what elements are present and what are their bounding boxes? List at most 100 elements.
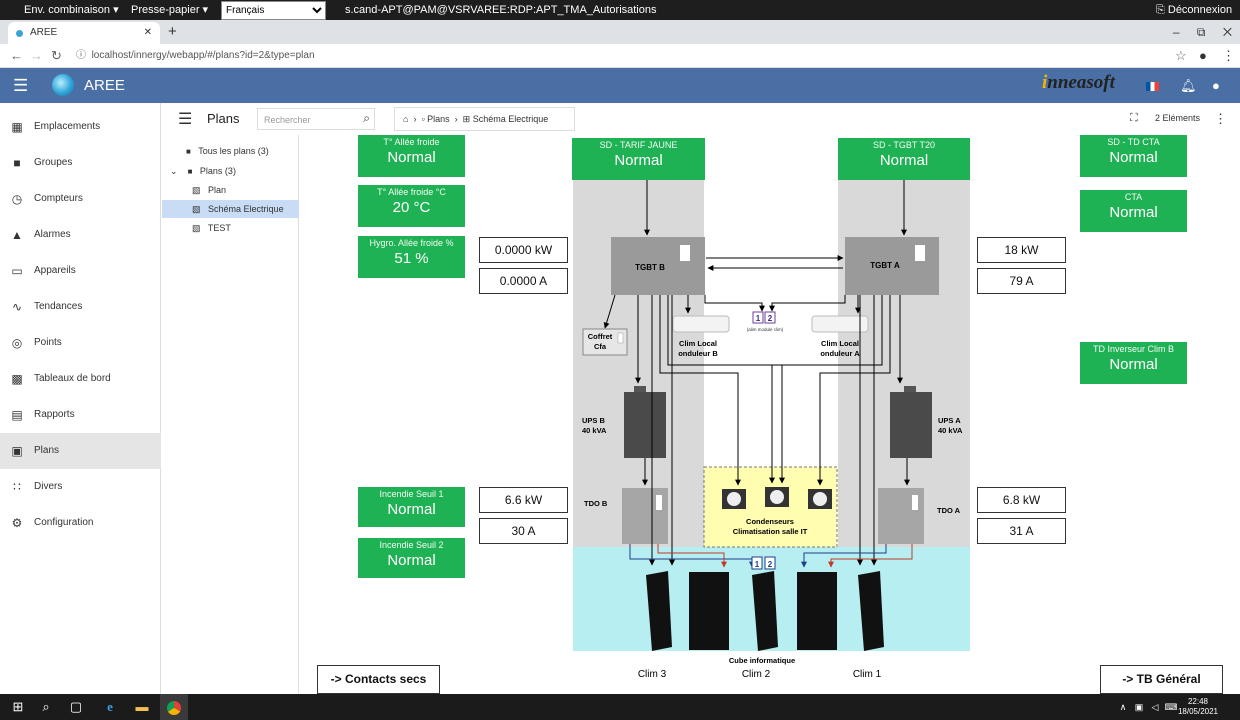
measure-tdo-b-power[interactable]: 6.6 kW bbox=[479, 487, 568, 513]
contacts-secs-button[interactable]: -> Contacts secs bbox=[317, 665, 440, 694]
status-label: CTA bbox=[1124, 192, 1143, 202]
status-label: T° Allée froide bbox=[383, 137, 440, 147]
sidebar-item-alarmes[interactable]: ▲Alarmes bbox=[0, 217, 161, 253]
measure-tdo-b-current[interactable]: 30 A bbox=[479, 518, 568, 544]
bookmark-star-icon[interactable]: ☆ bbox=[1175, 48, 1187, 63]
sidebar-item-label: Compteurs bbox=[34, 193, 83, 204]
minimize-icon[interactable]: – bbox=[1172, 25, 1180, 39]
forward-icon[interactable]: → bbox=[30, 48, 43, 63]
sidebar-item-rapports[interactable]: ▤Rapports bbox=[0, 397, 161, 433]
browser-tab[interactable]: AREE ✕ bbox=[8, 22, 160, 44]
french-flag-icon[interactable] bbox=[1146, 82, 1159, 91]
grid-icon: ∷ bbox=[13, 480, 21, 494]
sidebar-item-groupes[interactable]: ■Groupes bbox=[0, 145, 161, 181]
browser-menu-icon[interactable]: ⋮ bbox=[1222, 48, 1235, 63]
measure-tdo-a-power[interactable]: 6.8 kW bbox=[977, 487, 1066, 513]
env-menu[interactable]: Env. combinaison ▾ bbox=[24, 4, 119, 16]
tree-item-plan[interactable]: ▧ Plan bbox=[192, 181, 226, 199]
measure-tgbt-b-power[interactable]: 0.0000 kW bbox=[479, 237, 568, 263]
bell-icon: ▲ bbox=[11, 228, 23, 242]
tab-title: AREE bbox=[30, 27, 58, 38]
status-hygro[interactable]: Hygro. Allée froide %51 % bbox=[358, 236, 465, 278]
report-icon: ▤ bbox=[11, 408, 23, 422]
breadcrumb-plans[interactable]: Plans bbox=[427, 114, 450, 124]
url-input[interactable]: ⓘ localhost/innergy/webapp/#/plans?id=2&… bbox=[76, 49, 315, 63]
cube-informatique-label: Cube informatique bbox=[729, 656, 795, 665]
measure-tgbt-a-current[interactable]: 79 A bbox=[977, 268, 1066, 294]
user-account-icon[interactable]: ● bbox=[1212, 78, 1220, 93]
tray-expand-icon[interactable]: ∧ bbox=[1119, 702, 1127, 712]
tree-item-plans[interactable]: ⌄ ■ Plans (3) bbox=[170, 162, 236, 180]
task-view-icon[interactable]: ▢ bbox=[69, 699, 83, 714]
network-icon[interactable]: ▣ bbox=[1134, 702, 1144, 712]
search-icon[interactable]: ⌕ bbox=[42, 699, 50, 714]
alim-note: (alim module clim) bbox=[747, 327, 784, 332]
measure-tgbt-b-current[interactable]: 0.0000 A bbox=[479, 268, 568, 294]
sidebar-item-tableaux-de-bord[interactable]: ▩Tableaux de bord bbox=[0, 361, 161, 397]
brand-initial: i bbox=[1042, 72, 1048, 93]
sidebar-item-points[interactable]: ◎Points bbox=[0, 325, 161, 361]
breadcrumb-home-icon[interactable]: ⌂ bbox=[403, 114, 409, 124]
tree-item-all[interactable]: ■ Tous les plans (3) bbox=[186, 142, 269, 160]
internet-explorer-icon[interactable]: e bbox=[107, 699, 113, 714]
sidebar-item-label: Groupes bbox=[34, 157, 73, 168]
sidebar-item-tendances[interactable]: ∿Tendances bbox=[0, 289, 161, 325]
tb-general-button[interactable]: -> TB Général bbox=[1100, 665, 1223, 694]
volume-icon[interactable]: ◁ bbox=[1151, 702, 1159, 712]
tree-item-test[interactable]: ▧ TEST bbox=[192, 219, 231, 237]
close-window-icon[interactable]: ✕ bbox=[1222, 25, 1232, 39]
hamburger-menu-icon[interactable]: ☰ bbox=[13, 76, 29, 95]
restore-icon[interactable]: ⧉ bbox=[1196, 25, 1206, 39]
windows-start-icon[interactable]: ⊞ bbox=[12, 699, 24, 714]
sidebar-item-compteurs[interactable]: ◷Compteurs bbox=[0, 181, 161, 217]
window-controls: – ⧉ ✕ bbox=[1173, 20, 1232, 44]
file-explorer-icon[interactable]: ▬ bbox=[135, 699, 149, 714]
sidebar-item-plans[interactable]: ▣Plans bbox=[0, 433, 161, 469]
chevron-down-icon[interactable]: ⌄ bbox=[170, 166, 178, 176]
clipboard-menu[interactable]: Presse-papier ▾ bbox=[131, 4, 209, 16]
clim-b-label-1: Clim Local bbox=[679, 339, 717, 348]
logout-button[interactable]: ⎘ Déconnexion bbox=[1156, 0, 1232, 20]
sidebar-item-emplacements[interactable]: ▦Emplacements bbox=[0, 109, 161, 145]
sidebar-item-divers[interactable]: ∷ Divers bbox=[0, 469, 161, 505]
language-select[interactable]: Français bbox=[221, 1, 326, 20]
alim-2-label: 2 bbox=[768, 314, 773, 323]
sidebar-item-label: Plans bbox=[34, 445, 60, 456]
sidebar-item-configuration[interactable]: ⚙︎Configuration bbox=[0, 505, 161, 541]
tab-close-icon[interactable]: ✕ bbox=[143, 27, 152, 38]
new-tab-button[interactable]: + bbox=[168, 23, 177, 40]
notifications-bell-icon[interactable]: 🔔︎ bbox=[1180, 78, 1197, 93]
profile-icon[interactable]: ● bbox=[1199, 48, 1207, 63]
measure-tdo-a-current[interactable]: 31 A bbox=[977, 518, 1066, 544]
chrome-icon[interactable] bbox=[160, 694, 188, 720]
breadcrumb-schema: Schéma Electrique bbox=[472, 114, 549, 124]
devices-icon: ▭ bbox=[11, 264, 23, 278]
tree-item-schema-electrique[interactable]: ▧ Schéma Electrique bbox=[162, 200, 299, 218]
back-icon[interactable]: ← bbox=[10, 48, 23, 63]
sidebar-item-label: Divers bbox=[34, 481, 63, 492]
search-icon[interactable]: ⌕ bbox=[363, 111, 370, 125]
reload-icon[interactable]: ↻ bbox=[51, 48, 62, 63]
brand-text: nneasoft bbox=[1047, 72, 1115, 93]
tree-toggle-icon[interactable]: ☰ bbox=[178, 111, 193, 128]
fullscreen-icon[interactable]: ⛶ bbox=[1130, 112, 1138, 124]
sidebar-item-appareils[interactable]: ▭Appareils bbox=[0, 253, 161, 289]
status-value: Normal bbox=[387, 149, 436, 166]
coffret-label-1: Coffret bbox=[588, 332, 613, 341]
more-options-icon[interactable]: ⋮ bbox=[1214, 111, 1227, 126]
building-icon: ▦ bbox=[11, 120, 23, 134]
search-input[interactable]: Rechercher ⌕ bbox=[257, 108, 375, 130]
keyboard-icon[interactable]: ⌨ bbox=[1164, 702, 1178, 712]
ups-b-label-2: 40 kVA bbox=[582, 426, 607, 435]
measure-tgbt-a-power[interactable]: 18 kW bbox=[977, 237, 1066, 263]
